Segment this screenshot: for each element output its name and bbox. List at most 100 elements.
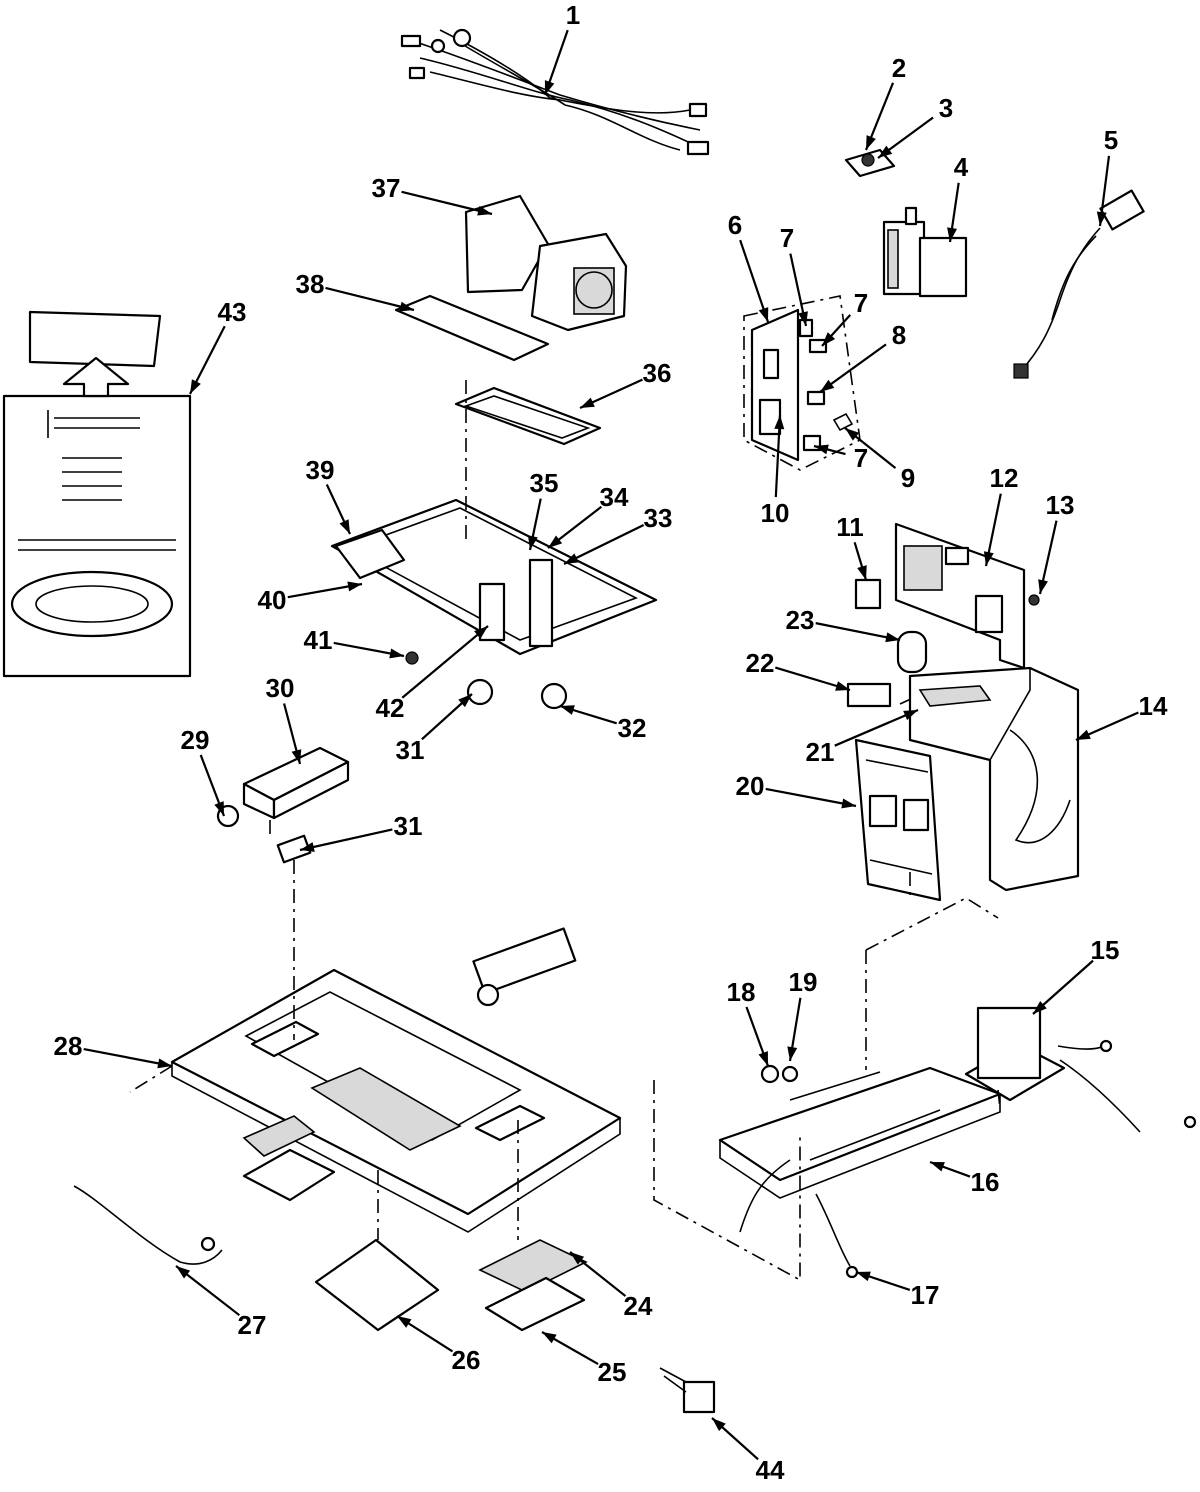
callout-arrowhead bbox=[845, 428, 860, 441]
callout-label: 40 bbox=[258, 585, 287, 615]
callout-7c: 7 bbox=[813, 443, 868, 473]
callout-arrowhead bbox=[822, 332, 836, 346]
callout-arrowhead bbox=[814, 444, 829, 455]
callout-label: 18 bbox=[727, 977, 756, 1007]
callout-arrowhead bbox=[339, 519, 350, 534]
callout-29: 29 bbox=[181, 725, 226, 817]
callout-arrowhead bbox=[712, 1418, 726, 1432]
callout-10: 10 bbox=[761, 414, 789, 528]
callout-label: 44 bbox=[756, 1455, 785, 1485]
part-connector bbox=[659, 1367, 716, 1414]
callout-label: 3 bbox=[939, 93, 953, 123]
callout-26: 26 bbox=[396, 1315, 481, 1375]
callout-label: 9 bbox=[901, 463, 915, 493]
part-fan-motor bbox=[464, 194, 628, 332]
callout-leader bbox=[325, 286, 415, 312]
callout-11: 11 bbox=[836, 512, 868, 581]
callout-label: 35 bbox=[530, 468, 559, 498]
callout-44: 44 bbox=[711, 1417, 785, 1485]
callout-arrowhead bbox=[399, 301, 414, 312]
part-control-board bbox=[894, 522, 1040, 670]
callout-arrowhead bbox=[458, 694, 472, 708]
callout-leader bbox=[83, 1047, 173, 1068]
callout-label: 5 bbox=[1104, 125, 1118, 155]
callout-arrowhead bbox=[389, 648, 404, 659]
callout-arrowhead bbox=[1096, 211, 1107, 226]
part-install-kit bbox=[2, 310, 192, 678]
callout-5: 5 bbox=[1096, 125, 1118, 227]
callout-arrowhead bbox=[866, 135, 876, 150]
part-hv-capacitor bbox=[846, 630, 961, 708]
callout-31b: 31 bbox=[299, 811, 422, 852]
callout-arrowhead bbox=[947, 227, 957, 242]
callout-label: 14 bbox=[1139, 691, 1168, 721]
callout-label: 7 bbox=[780, 223, 794, 253]
callout-36: 36 bbox=[579, 358, 672, 410]
callout-label: 37 bbox=[372, 173, 401, 203]
callout-leader bbox=[299, 828, 393, 852]
callout-label: 17 bbox=[911, 1280, 940, 1310]
callout-label: 38 bbox=[296, 269, 325, 299]
callout-leader bbox=[739, 239, 770, 323]
callout-1: 1 bbox=[543, 0, 580, 96]
callout-arrowhead bbox=[548, 535, 563, 548]
part-power-cord bbox=[1013, 189, 1145, 379]
callout-2: 2 bbox=[864, 53, 906, 151]
callout-28: 28 bbox=[54, 1031, 173, 1069]
part-lamp-housing bbox=[216, 746, 350, 864]
callout-arrowhead bbox=[878, 145, 893, 158]
assembly-lines bbox=[129, 380, 1001, 1282]
callout-arrowhead bbox=[1076, 729, 1091, 740]
callout-label: 42 bbox=[376, 693, 405, 723]
callout-label: 22 bbox=[746, 648, 775, 678]
callout-arrowhead bbox=[787, 1046, 798, 1061]
callout-arrowhead bbox=[774, 415, 785, 430]
callout-arrowhead bbox=[544, 80, 555, 95]
callout-leader bbox=[563, 524, 645, 565]
part-switch-bracket bbox=[743, 295, 861, 471]
callout-label: 24 bbox=[624, 1291, 653, 1321]
callout-4: 4 bbox=[947, 152, 969, 243]
callout-12: 12 bbox=[983, 463, 1018, 567]
part-fan-plate bbox=[394, 294, 602, 446]
part-cabinet bbox=[908, 666, 1080, 892]
callout-label: 29 bbox=[181, 725, 210, 755]
callout-label: 43 bbox=[218, 297, 247, 327]
callout-arrowhead bbox=[527, 535, 538, 550]
callout-label: 26 bbox=[452, 1345, 481, 1375]
callout-label: 1 bbox=[566, 0, 580, 30]
callout-label: 11 bbox=[836, 512, 864, 542]
callout-arrowhead bbox=[885, 632, 900, 643]
callout-arrowhead bbox=[758, 307, 769, 322]
callout-arrowhead bbox=[300, 842, 315, 852]
callout-label: 30 bbox=[266, 673, 295, 703]
callout-40: 40 bbox=[258, 581, 363, 615]
callout-arrowhead bbox=[903, 710, 918, 721]
callout-6: 6 bbox=[728, 210, 770, 323]
callout-label: 2 bbox=[892, 53, 906, 83]
callout-label: 19 bbox=[789, 967, 818, 997]
callout-41: 41 bbox=[304, 625, 405, 659]
callout-43: 43 bbox=[189, 297, 247, 395]
callout-arrowhead bbox=[758, 1051, 768, 1066]
part-wire-harness bbox=[400, 28, 710, 156]
callout-38: 38 bbox=[296, 269, 415, 312]
part-base-plate bbox=[718, 1064, 1002, 1199]
callout-35: 35 bbox=[527, 468, 559, 551]
part-bottom-covers bbox=[73, 1115, 588, 1332]
callout-arrowhead bbox=[1033, 1000, 1047, 1014]
callout-arrowhead bbox=[835, 681, 850, 691]
callout-arrowhead bbox=[856, 1271, 871, 1282]
callout-label: 36 bbox=[643, 358, 672, 388]
callout-14: 14 bbox=[1075, 691, 1168, 742]
callout-27: 27 bbox=[175, 1265, 266, 1340]
callout-9: 9 bbox=[844, 427, 915, 493]
callout-leader bbox=[401, 625, 489, 699]
callout-label: 41 bbox=[304, 625, 333, 655]
callout-13: 13 bbox=[1038, 490, 1074, 595]
callout-label: 7 bbox=[854, 288, 868, 318]
callout-arrowhead bbox=[1038, 579, 1048, 594]
callout-label: 21 bbox=[806, 737, 835, 767]
part-relay bbox=[854, 578, 882, 610]
